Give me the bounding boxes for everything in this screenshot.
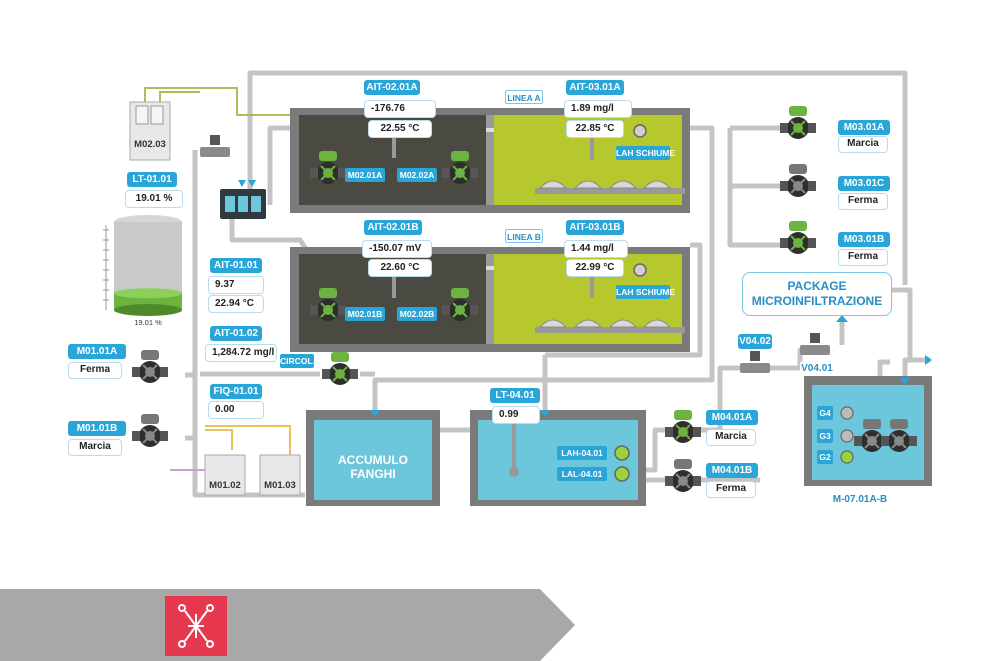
tank-accumulo xyxy=(306,410,440,506)
blowers xyxy=(129,101,301,496)
valves xyxy=(200,135,830,373)
m0301c-status[interactable]: Ferma xyxy=(838,193,888,210)
label-m0202b: M02.02B xyxy=(397,307,437,321)
label-g2: G2 xyxy=(817,450,833,464)
tag-m0301a: M03.01A xyxy=(838,120,890,135)
tag-v0402: V04.02 xyxy=(738,334,772,349)
lt-0401-value: 0.99 xyxy=(492,406,540,424)
tag-m0401a: M04.01A xyxy=(706,410,758,425)
ait-0201a-redox: -176.76 xyxy=(364,100,436,118)
label-m0203: M02.03 xyxy=(134,139,166,150)
tag-ait-0301b: AIT-03.01B xyxy=(566,220,624,235)
label-m0701: M-07.01A-B xyxy=(828,492,892,507)
lah-schiume-b: LAH SCHIUME xyxy=(616,285,676,299)
tank-lt0401 xyxy=(470,410,646,506)
m0301b-status[interactable]: Ferma xyxy=(838,249,888,266)
ait-0201b-temp: 22.60 °C xyxy=(368,259,432,277)
tag-m0301b: M03.01B xyxy=(838,232,890,247)
label-g3: G3 xyxy=(817,429,833,443)
ait-0102-value: 1,284.72 mg/l xyxy=(205,344,277,362)
circol-label: CIRCOL. xyxy=(280,354,315,368)
ait-0201b-redox: -150.07 mV xyxy=(362,240,432,258)
tag-lt-0401: LT-04.01 xyxy=(490,388,540,403)
tank-level-label: 19.01 % xyxy=(134,318,162,327)
ait-0301a-temp: 22.85 °C xyxy=(566,120,624,138)
tag-ait-0301a: AIT-03.01A xyxy=(566,80,624,95)
level-tank xyxy=(103,215,182,316)
lah-0401-label: LAH-04.01 xyxy=(557,446,607,460)
package-line1: PACKAGE xyxy=(787,279,847,293)
tag-ait-0201a: AIT-02.01A xyxy=(364,80,420,95)
lt-0101-value: 19.01 % xyxy=(125,190,183,208)
ait-0101-temp: 22.94 °C xyxy=(208,295,264,313)
tag-m0301c: M03.01C xyxy=(838,176,890,191)
m0401b-status[interactable]: Ferma xyxy=(706,481,756,498)
package-line2: MICROINFILTRAZIONE xyxy=(751,294,883,308)
ait-0301a-do: 1.89 mg/l xyxy=(564,100,632,118)
ait-0201a-temp: 22.55 °C xyxy=(368,120,432,138)
tag-fiq-0101: FIQ-01.01 xyxy=(210,384,262,399)
m0101a-status[interactable]: Ferma xyxy=(68,362,122,379)
ait-0301b-temp: 22.99 °C xyxy=(566,259,624,277)
ait-0301b-do: 1.44 mg/l xyxy=(564,240,628,258)
package-microinfiltrazione[interactable]: PACKAGE MICROINFILTRAZIONE xyxy=(742,272,892,316)
basin-line-b xyxy=(290,247,690,352)
lah-schiume-a: LAH SCHIUME xyxy=(616,146,676,160)
m0101b-status[interactable]: Marcia xyxy=(68,439,122,456)
fiq-0101-value: 0.00 xyxy=(208,401,264,419)
linea-a-label: LINEA A xyxy=(505,90,543,104)
tag-m0101a: M01.01A xyxy=(68,344,126,359)
label-g4: G4 xyxy=(817,406,833,420)
tag-lt-0101: LT-01.01 xyxy=(127,172,177,187)
tag-m0101b: M01.01B xyxy=(68,421,126,436)
footer-band xyxy=(0,589,575,661)
basin-line-a xyxy=(290,108,690,213)
controller xyxy=(220,180,266,219)
tag-m0401b: M04.01B xyxy=(706,463,758,478)
tag-v0401: V04.01 xyxy=(800,361,834,376)
lal-0401-label: LAL-04.01 xyxy=(557,467,607,481)
label-m0202a: M02.02A xyxy=(397,168,437,182)
m0301a-status[interactable]: Marcia xyxy=(838,136,888,153)
label-m0102: M01.02 xyxy=(209,480,241,491)
tag-ait-0101: AIT-01.01 xyxy=(210,258,262,273)
ait-0101-ph: 9.37 xyxy=(208,276,264,294)
tag-ait-0201b: AIT-02.01B xyxy=(364,220,422,235)
label-m0201a: M02.01A xyxy=(345,168,385,182)
label-m0201b: M02.01B xyxy=(345,307,385,321)
m0401a-status[interactable]: Marcia xyxy=(706,429,756,446)
tag-ait-0102: AIT-01.02 xyxy=(210,326,262,341)
label-m0103: M01.03 xyxy=(264,480,296,491)
linea-b-label: LINEA B xyxy=(505,229,543,243)
accumulo-fanghi-title: ACCUMULO FANGHI xyxy=(338,453,408,481)
